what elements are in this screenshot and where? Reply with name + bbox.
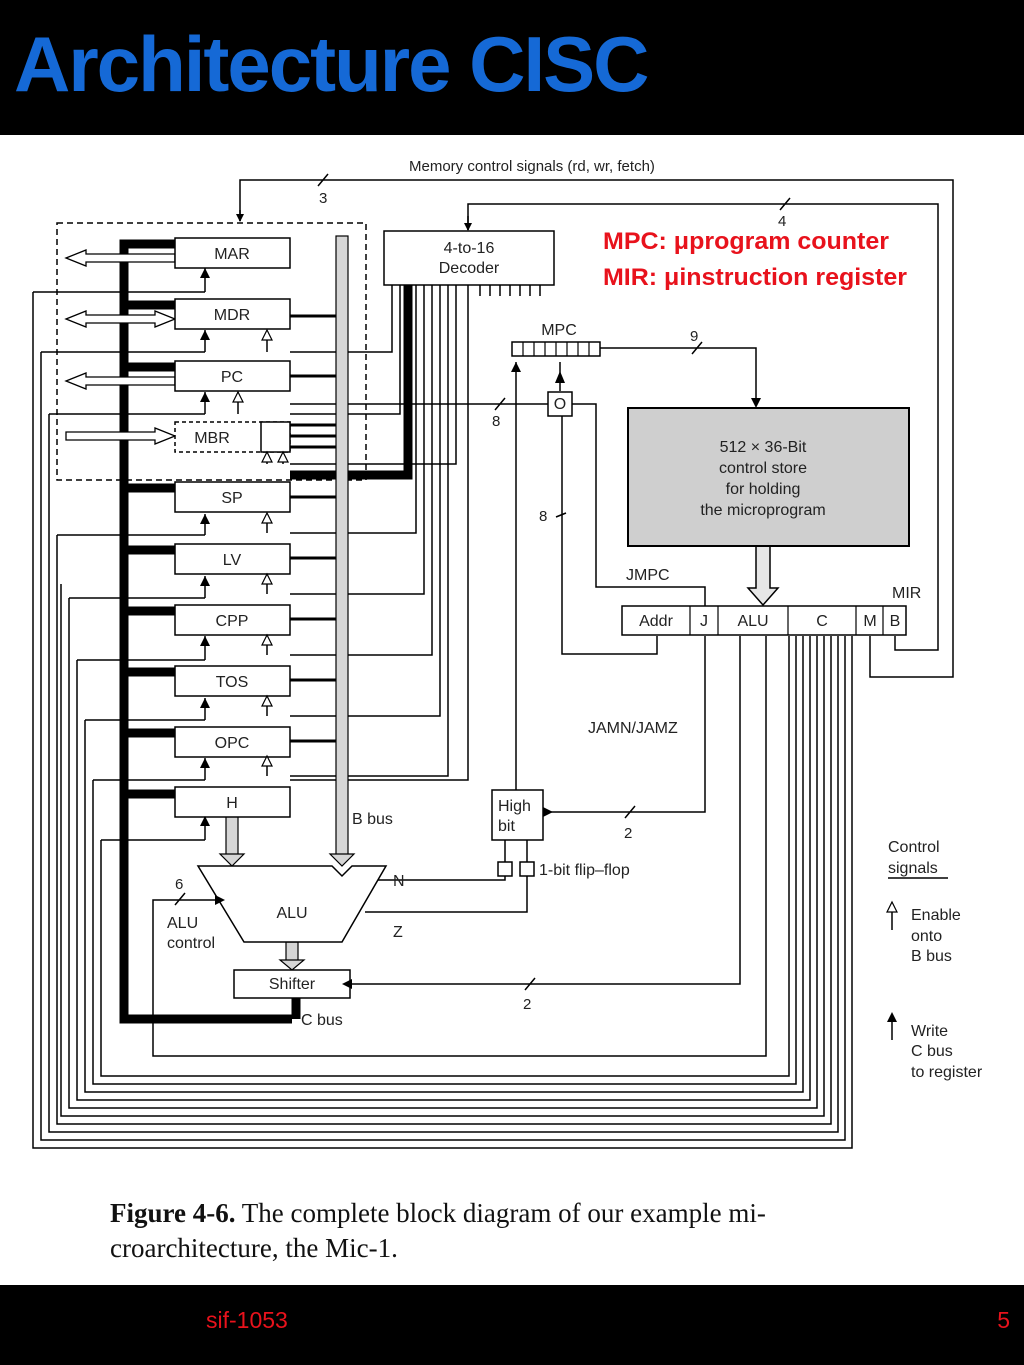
register-mbr: MBR <box>194 430 230 447</box>
slide-title: Architecture CISC <box>14 20 649 108</box>
width-mbr-or: 8 <box>492 413 500 430</box>
register-sp: SP <box>221 490 242 507</box>
jamn-jamz-label: JAMN/JAMZ <box>588 720 678 737</box>
register-cpp: CPP <box>216 613 249 630</box>
mpc-label: MPC <box>541 322 577 339</box>
width-shift: 2 <box>523 996 531 1013</box>
z-flag-label: Z <box>393 924 403 941</box>
legend-enable-line1: Enable <box>911 907 961 924</box>
mir-field-b: B <box>890 613 901 630</box>
legend-write-line3: to register <box>911 1064 983 1081</box>
c-bus-label: C bus <box>301 1012 343 1029</box>
decoder-line2: Decoder <box>439 260 500 277</box>
n-flag-label: N <box>393 873 405 890</box>
mir-label: MIR <box>892 585 921 602</box>
legend-enable-line2: onto <box>911 928 942 945</box>
control-store-line1: 512 × 36-Bit <box>720 439 807 456</box>
register-lv: LV <box>223 552 242 569</box>
legend-title-line1: Control <box>888 839 940 856</box>
legend-title-line2: signals <box>888 860 938 877</box>
high-bit-line1: High <box>498 798 531 815</box>
register-mar: MAR <box>214 246 250 263</box>
width-mem: 3 <box>319 190 327 207</box>
register-mdr: MDR <box>214 307 250 324</box>
mir-field-alu: ALU <box>737 613 768 630</box>
figure-caption-label: Figure 4-6. <box>110 1198 236 1228</box>
memory-control-label: Memory control signals (rd, wr, fetch) <box>409 158 655 175</box>
control-store-line4: the microprogram <box>700 502 825 519</box>
alu-control-line1: ALU <box>167 915 198 932</box>
width-mpc: 9 <box>690 328 698 345</box>
mic1-block-diagram: Memory control signals (rd, wr, fetch) 3… <box>32 158 983 1149</box>
legend-write-line2: C bus <box>911 1043 953 1060</box>
title-bar <box>0 0 1024 135</box>
width-jam: 2 <box>624 825 632 842</box>
decoder-line1: 4-to-16 <box>444 240 495 257</box>
mir-field-addr: Addr <box>639 613 673 630</box>
legend-write-line1: Write <box>911 1023 948 1040</box>
register-h: H <box>226 795 238 812</box>
width-alu-ctl: 6 <box>175 876 183 893</box>
flip-flop-label: 1-bit flip–flop <box>539 862 630 879</box>
mir-field-j: J <box>700 613 708 630</box>
figure-caption: Figure 4-6. The complete block diagram o… <box>110 1196 930 1266</box>
or-gate: O <box>554 396 566 413</box>
jmpc-label: JMPC <box>626 567 670 584</box>
control-store-line3: for holding <box>726 481 801 498</box>
alu-label: ALU <box>276 905 307 922</box>
mir-field-m: M <box>863 613 876 630</box>
control-store-line2: control store <box>719 460 807 477</box>
alu-control-line2: control <box>167 935 215 952</box>
register-pc: PC <box>221 369 243 386</box>
width-hb-or: 8 <box>539 508 547 525</box>
width-dec: 4 <box>778 213 786 230</box>
page-number: 5 <box>997 1307 1010 1333</box>
high-bit-line2: bit <box>498 818 515 835</box>
mir-field-c: C <box>816 613 828 630</box>
mpc-annotation: MPC: μprogram counter <box>603 228 889 255</box>
b-bus-label: B bus <box>352 811 393 828</box>
footer-bar <box>0 1285 1024 1365</box>
figure-caption-text: The complete block diagram of our exampl… <box>110 1198 766 1263</box>
footer-course-code: sif-1053 <box>206 1307 288 1333</box>
register-opc: OPC <box>215 735 250 752</box>
legend-enable-line3: B bus <box>911 948 952 965</box>
register-tos: TOS <box>216 674 249 691</box>
shifter-label: Shifter <box>269 976 316 993</box>
mir-annotation: MIR: μinstruction register <box>603 264 907 291</box>
